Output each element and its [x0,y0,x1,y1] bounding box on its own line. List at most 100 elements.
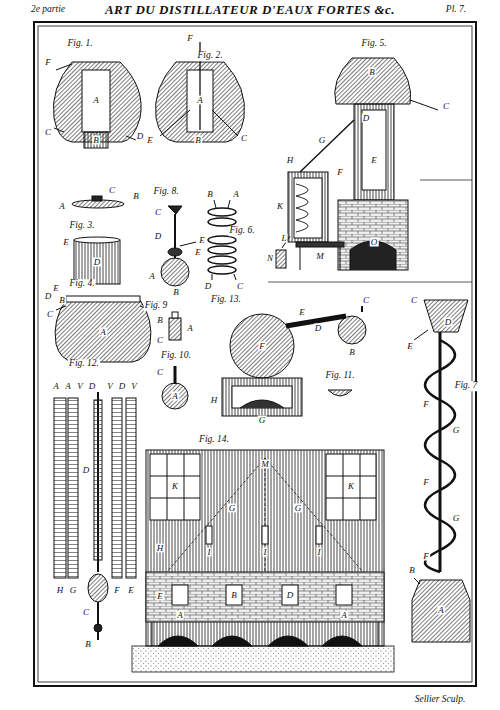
callout-letter: V [76,382,84,391]
callout-letter: B [408,566,416,575]
callout-letter: C [156,336,164,345]
figure-label: Fig. 7 [454,381,479,391]
callout-letter: C [442,102,450,111]
callout-letter: A [232,190,240,199]
callout-letter: B [156,316,164,325]
callout-letter: B [368,68,376,77]
callout-letter: C [82,608,90,617]
callout-letter: H [56,586,65,595]
callout-letter: V [130,382,138,391]
callout-letter: G [452,514,461,523]
callout-letter: A [437,606,445,615]
callout-letter: B [230,591,238,600]
figure-label: Fig. 2. [196,51,223,61]
callout-letter: D [93,258,102,267]
callout-letter: I [317,548,322,557]
callout-letter: C [44,128,52,137]
figure-label: Fig. 6. [228,226,255,236]
callout-letter: C [108,186,116,195]
callout-letter: D [136,132,145,141]
callout-letter: A [92,96,100,105]
callout-letter: C [154,208,162,217]
callout-letter: F [186,34,194,43]
callout-letter: G [318,136,327,145]
callout-letter: K [171,482,179,491]
callout-letter: A [176,611,184,620]
callout-letter: F [44,58,52,67]
callout-letter: D [82,466,91,475]
callout-letter: L [280,234,287,243]
callout-letter: E [298,308,306,317]
callout-letter: G [258,416,267,425]
callout-letter: C [46,310,54,319]
plate-title: ART DU DISTILLATEUR D'EAUX FORTES &c. [103,2,397,18]
callout-letter: D [362,114,371,123]
callout-letter: H [156,544,165,553]
callout-letter: F [422,478,430,487]
callout-letter: D [44,292,53,301]
callout-letter: F [336,168,344,177]
callout-letter: N [266,254,274,263]
callout-letter: I [263,548,268,557]
figure-label: Fig. 13. [210,295,242,305]
callout-letter: A [148,272,156,281]
callout-letter: B [58,296,66,305]
callout-letter: E [156,592,164,601]
callout-letter: A [171,392,179,401]
callout-letter: F [258,342,266,351]
figure-label: Fig. 4. [68,279,95,289]
callout-letter: V [106,382,114,391]
figure-label: Fig. 1. [66,39,93,49]
callout-letter: C [236,282,244,291]
callout-letter: A [64,382,72,391]
callout-letter: E [194,248,202,257]
callout-letter: A [99,328,107,337]
callout-letter: B [194,136,202,145]
figure-label: Fig. 11. [324,371,355,381]
callout-letter: F [422,400,430,409]
callout-letter: D [88,382,97,391]
callout-letter: C [156,368,164,377]
callout-letter: E [370,156,378,165]
callout-letter: B [206,190,214,199]
callout-letter: B [92,136,100,145]
callout-letter: D [118,382,127,391]
callout-letter: C [362,296,370,305]
figure-label: Fig. 3. [68,221,95,231]
figure-label: Fig. 12. [68,359,100,369]
callout-letter: I [207,548,212,557]
figure-label: Fig. 9 [144,301,169,311]
callout-letter: B [84,640,92,649]
callout-letter: G [452,426,461,435]
callout-letter: B [172,288,180,297]
callout-letter: D [444,318,453,327]
figure-label: Fig. 14. [198,435,230,445]
callout-letter: G [69,586,78,595]
callout-letter: M [260,460,270,469]
callout-letter: F [113,586,121,595]
callout-letter: D [154,232,163,241]
callout-letter: G [228,504,237,513]
callout-letter: F [422,552,430,561]
callout-letter: H [210,396,219,405]
callout-letter: M [315,252,325,261]
callout-letter: E [146,136,154,145]
callout-letter: A [52,382,60,391]
callout-letter: E [52,284,60,293]
callout-letter: D [286,591,295,600]
callout-letter: G [294,504,303,513]
callout-letter: E [62,238,70,247]
callout-letter: D [204,282,213,291]
callout-letter: D [314,324,323,333]
callout-letter: E [198,236,206,245]
callout-letter: E [406,342,414,351]
figure-label: Fig. 5. [360,39,387,49]
callout-letter: K [276,202,284,211]
callout-letter: C [410,296,418,305]
callout-letter: O [370,238,379,247]
callout-letter: A [196,96,204,105]
figure-label: Fig. 8. [152,187,179,197]
callout-letter: B [348,348,356,357]
figure-label: Fig. 10. [160,351,192,361]
